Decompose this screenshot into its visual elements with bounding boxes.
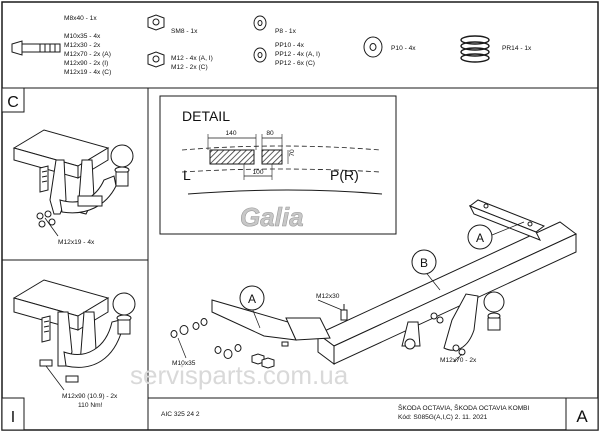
tow-hook-neck [443, 293, 479, 351]
bolt-m10x35-label: M10x35 [172, 360, 196, 367]
detail-dim-100: 100 [252, 169, 263, 176]
bolt-m12x30-label: M12x30 [316, 293, 340, 300]
detail-dim-140: 140 [225, 130, 236, 137]
panel-i: I M12x90 (10.9) - 2x 110 Nm! [1, 279, 136, 431]
crossbar-top [317, 221, 577, 347]
callout-a-left: A [239, 285, 265, 329]
washer-pp-icon [253, 47, 267, 63]
detail-hatched-plate-left [209, 149, 255, 165]
washer-spec-1: PP12 - 4x (A, I) [275, 51, 320, 58]
washer-spec-2: PP12 - 6x (C) [275, 60, 315, 67]
galia-logo: Galia [240, 202, 304, 232]
crossbar-end [317, 333, 335, 365]
nut-m12-icon [147, 51, 165, 68]
bolt-spec-0: M8x40 - 1x [64, 15, 97, 22]
washer-p10-label: P10 - 4x [391, 45, 416, 52]
washer-p8-label: P8 - 1x [275, 28, 297, 35]
detail-title: DETAIL [182, 108, 230, 124]
nut-sm8-label: SM8 - 1x [171, 28, 198, 35]
nut-sm8-icon [147, 14, 165, 31]
panel-i-bolt-label-1: M12x90 (10.9) - 2x [62, 393, 118, 400]
callout-a-top: A [467, 221, 525, 250]
bolt-m12x70-label: M12x70 - 2x [440, 357, 477, 364]
panel-i-label: I [11, 409, 15, 426]
detail-right-label: P(R) [330, 167, 359, 183]
nut-spec-0: M12 - 4x (A, I) [171, 55, 213, 62]
left-bracket-plate [211, 299, 297, 341]
callout-b: B [411, 249, 441, 291]
tow-hook-i-drawing [12, 279, 136, 383]
callout-a-left-label: A [248, 292, 256, 306]
bolt-spec-1: M10x35 - 4x [64, 33, 101, 40]
bolt-spec-2: M12x30 - 2x [64, 42, 101, 49]
washer-p8-icon [253, 15, 267, 31]
nut-spec-1: M12 - 2x (C) [171, 64, 208, 71]
panel-i-bolt-label-2: 110 Nm! [78, 402, 103, 409]
detail-dim-80: 80 [266, 130, 274, 137]
bolt-spec-3: M12x70 - 2x (A) [64, 51, 111, 58]
panel-c: C M12x19 - 4x [1, 87, 134, 246]
hardware-list: M8x40 - 1x M10x35 - 4x M12x30 - 2x M12x7… [11, 14, 532, 76]
tow-bar-assembly-drawing [170, 199, 577, 369]
bolt-spec-4: M12x90 - 2x (I) [64, 60, 108, 67]
detail-box: DETAIL 140 80 70 100 L P(R) [159, 95, 397, 235]
callout-a-top-label: A [476, 231, 484, 245]
detail-dim-70: 70 [289, 149, 296, 157]
left-bracket-mount [285, 317, 331, 341]
footer-code: AIC 325 24 2 [161, 411, 200, 418]
left-hardware-stack [170, 318, 289, 369]
detail-left-label: L [183, 167, 191, 183]
panel-c-label: C [7, 94, 19, 111]
washer-p10-icon [363, 36, 383, 58]
spring-icon [460, 35, 490, 63]
watermark: servisparts.com.ua [130, 360, 349, 390]
detail-hatched-plate-right [261, 149, 283, 165]
callout-b-label: B [420, 256, 428, 270]
spring-label: PR14 - 1x [502, 45, 532, 52]
footer-vehicle: ŠKODA OCTAVIA, ŠKODA OCTAVIA KOMBI [398, 403, 530, 412]
bolt-icon [11, 40, 61, 56]
footer-kod: Kód: S085G(A,I,C) 2. 11. 2021 [398, 414, 488, 421]
washer-spec-0: PP10 - 4x [275, 42, 305, 49]
bolt-spec-5: M12x19 - 4x (C) [64, 69, 111, 76]
tow-hook-c-drawing [12, 129, 134, 228]
panel-a-label: A [576, 407, 588, 426]
panel-c-bolt-label: M12x19 - 4x [58, 239, 95, 246]
tow-ball [483, 291, 505, 313]
